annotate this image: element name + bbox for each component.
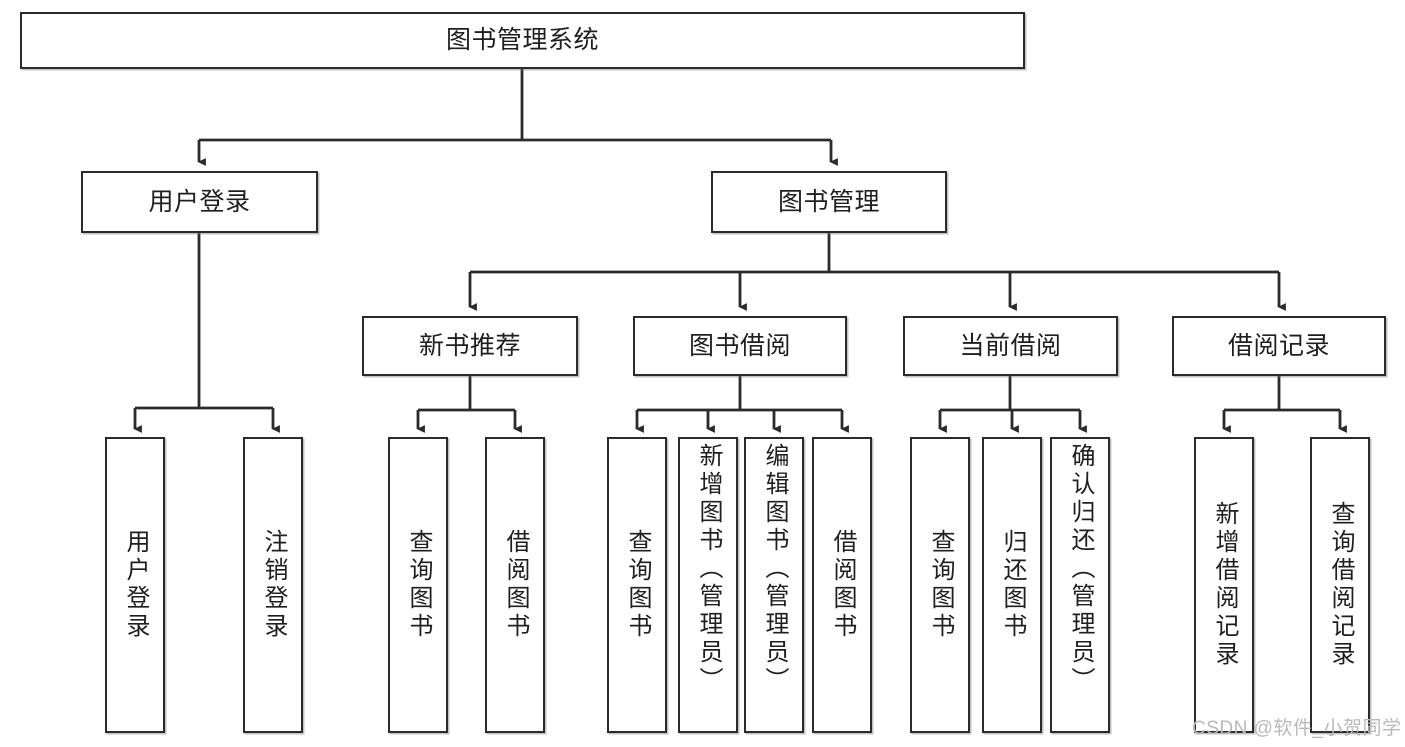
node-leaf-logout[interactable]: 注销登录 [243,437,303,733]
node-leaf-add-record-label: 新增借阅记录 [1211,501,1238,669]
node-book-manage-label: 图书管理 [777,187,880,216]
node-borrow-record[interactable]: 借阅记录 [1172,316,1386,376]
node-leaf-query-record-label: 查询借阅记录 [1327,501,1354,669]
node-leaf-user-login-label: 用户登录 [122,529,149,641]
node-leaf-query-record[interactable]: 查询借阅记录 [1310,437,1370,733]
node-book-manage[interactable]: 图书管理 [711,171,947,233]
node-new-book-rec-label: 新书推荐 [418,331,521,360]
node-leaf-confirm-return-label: 确认归还（管理员） [1067,443,1094,695]
node-current-borrow[interactable]: 当前借阅 [903,316,1118,376]
node-leaf-confirm-return[interactable]: 确认归还（管理员） [1050,437,1110,733]
node-borrow-record-label: 借阅记录 [1227,331,1330,360]
node-leaf-logout-label: 注销登录 [260,529,287,641]
node-user-login-label: 用户登录 [148,187,251,216]
node-leaf-borrow-book-1[interactable]: 借阅图书 [485,437,545,733]
node-root[interactable]: 图书管理系统 [20,12,1025,69]
node-leaf-return-book-label: 归还图书 [999,529,1026,641]
node-leaf-add-record[interactable]: 新增借阅记录 [1194,437,1254,733]
node-leaf-query-book-1-label: 查询图书 [405,529,432,641]
node-leaf-borrow-book-1-label: 借阅图书 [502,529,529,641]
node-current-borrow-label: 当前借阅 [959,331,1062,360]
node-leaf-query-book-2-label: 查询图书 [624,529,651,641]
node-leaf-borrow-book-2[interactable]: 借阅图书 [812,437,872,733]
node-book-borrow[interactable]: 图书借阅 [633,316,847,376]
node-leaf-edit-book-label: 编辑图书（管理员） [761,443,788,695]
node-book-borrow-label: 图书借阅 [688,331,791,360]
node-leaf-add-book-label: 新增图书（管理员） [695,443,722,695]
node-leaf-query-book-1[interactable]: 查询图书 [388,437,448,733]
node-new-book-rec[interactable]: 新书推荐 [362,316,578,376]
node-leaf-query-book-2[interactable]: 查询图书 [607,437,667,733]
node-root-label: 图书管理系统 [445,26,599,55]
node-leaf-user-login[interactable]: 用户登录 [105,437,165,733]
node-leaf-query-book-3[interactable]: 查询图书 [910,437,970,733]
node-leaf-edit-book[interactable]: 编辑图书（管理员） [744,437,804,733]
node-leaf-return-book[interactable]: 归还图书 [982,437,1042,733]
node-leaf-add-book[interactable]: 新增图书（管理员） [678,437,738,733]
node-leaf-query-book-3-label: 查询图书 [927,529,954,641]
node-user-login[interactable]: 用户登录 [81,171,318,233]
node-leaf-borrow-book-2-label: 借阅图书 [829,529,856,641]
